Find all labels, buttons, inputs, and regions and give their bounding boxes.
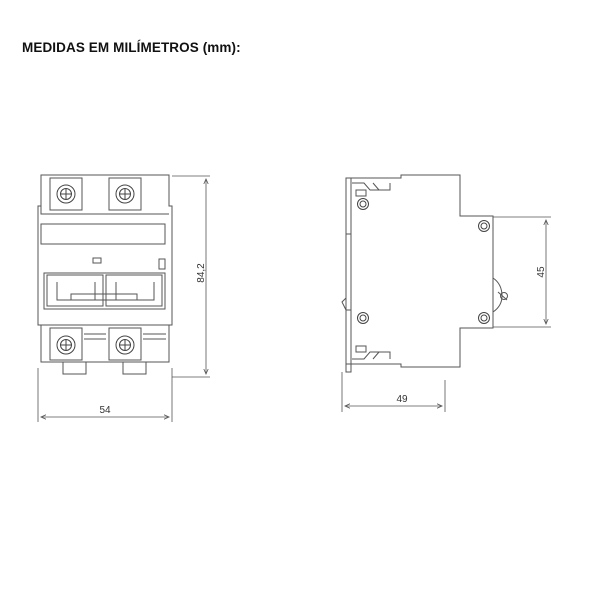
screw-icon bbox=[56, 184, 76, 204]
screw-icon bbox=[115, 335, 135, 355]
page-title: MEDIDAS EM MILÍMETROS (mm): bbox=[22, 40, 241, 55]
screw-hole-icon bbox=[357, 312, 369, 324]
front-width-dimension bbox=[37, 368, 173, 422]
screw-icon bbox=[115, 184, 135, 204]
side-view bbox=[341, 174, 508, 373]
side-height-label: 45 bbox=[536, 266, 547, 278]
side-depth-label: 49 bbox=[396, 394, 408, 405]
side-height-dimension bbox=[493, 216, 551, 328]
screw-hole-icon bbox=[357, 198, 369, 210]
front-width-label: 54 bbox=[99, 405, 111, 416]
front-height-label: 84,2 bbox=[196, 263, 207, 283]
side-depth-dimension bbox=[341, 372, 446, 412]
front-screws bbox=[56, 184, 135, 355]
screw-hole-icon bbox=[478, 312, 490, 324]
front-view bbox=[37, 174, 173, 375]
front-height-dimension bbox=[172, 175, 210, 378]
screw-icon bbox=[56, 335, 76, 355]
side-screws bbox=[357, 198, 490, 324]
screw-hole-icon bbox=[478, 220, 490, 232]
